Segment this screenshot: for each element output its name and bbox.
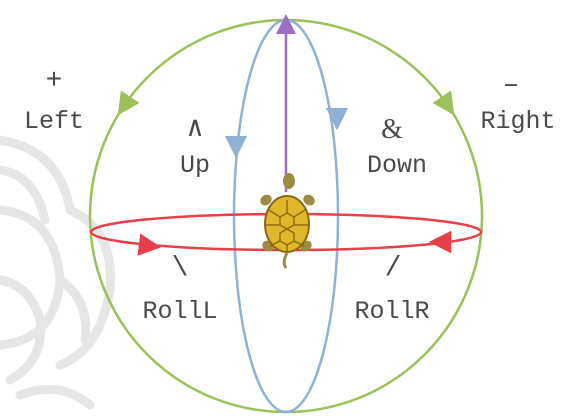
yaw-arrow-right — [444, 100, 448, 106]
left-sign: + — [42, 68, 66, 96]
up-label: Up — [170, 152, 220, 180]
turtle-icon — [258, 173, 317, 268]
left-label: Left — [14, 108, 94, 136]
rolll-sign: \ — [168, 255, 192, 283]
right-sign: – — [498, 72, 524, 100]
rollr-label: RollR — [340, 298, 444, 326]
right-label: Right — [468, 108, 568, 136]
up-sign: ∧ — [180, 116, 210, 144]
down-label: Down — [357, 152, 437, 180]
yaw-arrow-left — [124, 100, 128, 106]
down-sign: & — [377, 116, 407, 144]
roll-arrow-left — [142, 245, 150, 246]
rollr-sign: / — [381, 255, 405, 283]
rolll-label: RollL — [128, 298, 232, 326]
